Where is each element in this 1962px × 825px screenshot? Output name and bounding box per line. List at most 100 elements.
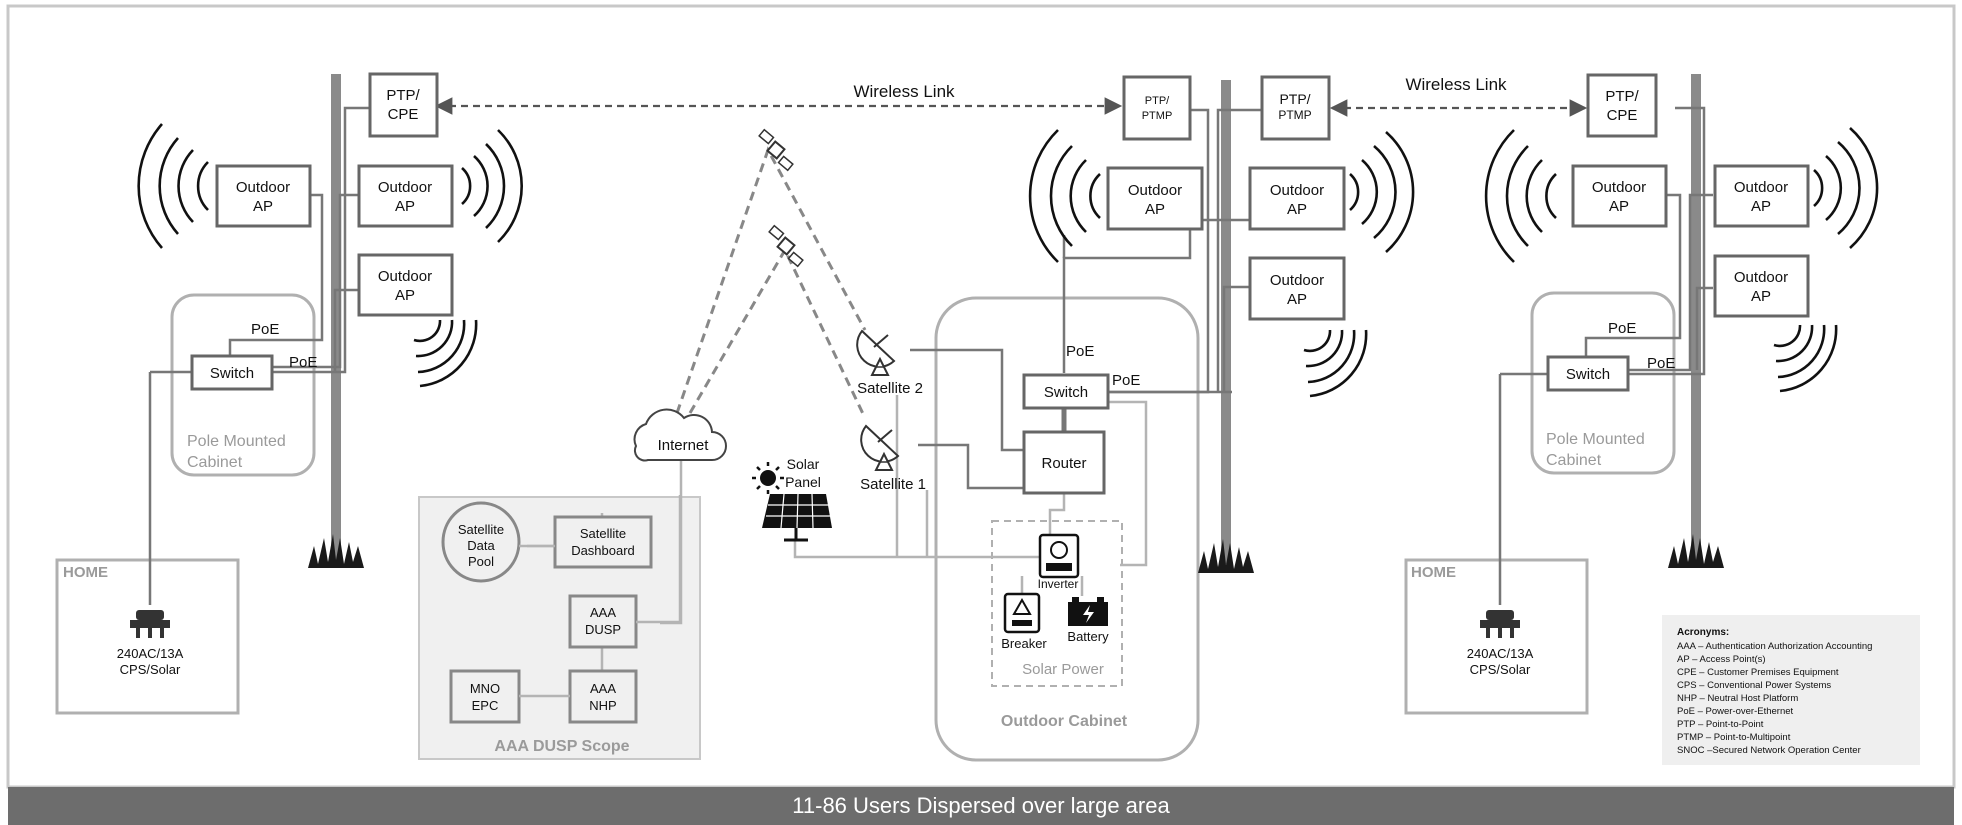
switch-right: Switch [1546,355,1630,392]
svg-text:Outdoor: Outdoor [1734,179,1788,196]
pole-cabinet-label: Pole Mounted [1546,431,1645,448]
satellite-dish-icon [856,330,895,376]
outdoor-ap: Outdoor AP [1713,254,1810,318]
svg-text:Satellite: Satellite [458,522,504,537]
svg-text:NHP: NHP [589,698,616,713]
wireless-link-label-1: Wireless Link [853,82,955,101]
svg-text:AAA – Authentication Authoriza: AAA – Authentication Authorization Accou… [1677,641,1872,652]
svg-text:PTP – Point-to-Point: PTP – Point-to-Point [1677,719,1764,730]
svg-text:Switch: Switch [1044,384,1088,401]
acronyms-list: AAA – Authentication Authorization Accou… [1677,641,1872,756]
satellite-dish-icon [860,425,899,471]
pole-cabinet-left [170,293,316,477]
internet-cloud: Internet [633,408,727,462]
svg-text:Outdoor: Outdoor [1592,179,1646,196]
power-plug-icon [1480,610,1520,638]
inverter-label: Inverter [1038,577,1079,591]
aaa-dusp: AAA DUSP [568,594,638,649]
svg-text:PoE – Power-over-Ethernet: PoE – Power-over-Ethernet [1677,706,1794,717]
ptp-cpe-left: PTP/ CPE [368,72,439,138]
svg-text:MNO: MNO [470,681,500,696]
svg-text:AP – Access Point(s): AP – Access Point(s) [1677,654,1766,665]
svg-text:Outdoor: Outdoor [1128,182,1182,199]
battery-icon [1068,597,1108,626]
outdoor-cabinet-label: Outdoor Cabinet [1001,713,1128,730]
svg-text:EPC: EPC [472,698,499,713]
pole-2 [1221,80,1231,564]
home-label: HOME [63,564,108,581]
inverter-icon [1038,533,1080,579]
svg-text:Data: Data [467,538,495,553]
satellite-data-pool: Satellite Data Pool [441,501,521,583]
home-box-right [1404,558,1589,715]
svg-text:AP: AP [395,198,415,215]
pole-cabinet-label: Cabinet [187,454,243,471]
svg-text:Dashboard: Dashboard [571,543,635,558]
outdoor-ap: Outdoor AP [1713,164,1810,228]
svg-text:AP: AP [1609,198,1629,215]
svg-text:AP: AP [253,198,273,215]
svg-text:Outdoor: Outdoor [1734,269,1788,286]
satellite-2-label: Satellite 2 [857,380,923,397]
router: Router [1022,430,1106,495]
solar-panel-label: Solar [787,456,820,472]
footer-caption: 11-86 Users Dispersed over large area [8,787,1954,825]
outdoor-ap: Outdoor AP [357,164,454,228]
svg-text:Outdoor: Outdoor [236,179,290,196]
svg-text:Switch: Switch [210,365,254,382]
svg-text:CPE – Customer Premises Equipm: CPE – Customer Premises Equipment [1677,667,1839,678]
svg-text:Outdoor: Outdoor [1270,182,1324,199]
power-label: CPS/Solar [1470,662,1531,677]
pole-cabinet-right [1530,291,1676,475]
outdoor-cabinet [934,296,1200,762]
wireless-link-label-2: Wireless Link [1405,75,1507,94]
breaker-label: Breaker [1001,636,1047,651]
solar-power-box [991,520,1123,687]
svg-text:PTP/: PTP/ [1605,88,1639,105]
svg-text:Outdoor: Outdoor [378,268,432,285]
svg-text:AP: AP [1751,198,1771,215]
svg-text:Internet: Internet [658,437,710,454]
power-plug-icon [130,610,170,638]
outdoor-ap: Outdoor AP [215,164,312,228]
satellite-icon [768,224,804,268]
ptp-ptmp-center-left: PTP/ PTMP [1122,75,1192,141]
svg-text:Satellite: Satellite [580,526,626,541]
svg-text:CPE: CPE [1607,107,1638,124]
power-label: 240AC/13A [117,646,184,661]
switch-left: Switch [190,354,274,391]
svg-text:AP: AP [1145,201,1165,218]
radio-waves-icon [137,123,1879,398]
svg-text:SNOC –Secured Network Operatio: SNOC –Secured Network Operation Center [1677,745,1861,756]
switch-center: Switch [1022,373,1110,410]
svg-text:Router: Router [1041,455,1086,472]
pole-cabinet-label: Cabinet [1546,452,1602,469]
poe-label: PoE [1647,355,1675,372]
svg-text:Outdoor: Outdoor [1270,272,1324,289]
svg-text:AAA: AAA [590,681,616,696]
poe-label: PoE [1066,343,1094,360]
outdoor-ap: Outdoor AP [1248,166,1346,231]
mno-epc: MNO EPC [449,669,521,724]
solar-panel-label: Panel [785,474,821,490]
outdoor-ap: Outdoor AP [1106,166,1204,231]
aaa-nhp: AAA NHP [568,669,638,724]
svg-text:PTP/: PTP/ [386,87,420,104]
svg-text:Outdoor: Outdoor [378,179,432,196]
pole-cabinet-label: Pole Mounted [187,433,286,450]
power-label: 240AC/13A [1467,646,1534,661]
battery-label: Battery [1067,629,1109,644]
acronyms-title: Acronyms: [1677,627,1729,638]
poe-label: PoE [251,321,279,338]
svg-text:AP: AP [395,287,415,304]
poe-label: PoE [1608,320,1636,337]
svg-text:AP: AP [1751,288,1771,305]
svg-text:AP: AP [1287,201,1307,218]
svg-text:NHP – Neutral Host Platform: NHP – Neutral Host Platform [1677,693,1798,704]
svg-text:DUSP: DUSP [585,622,621,637]
breaker-icon [1003,592,1041,634]
svg-text:CPS – Conventional Power Syste: CPS – Conventional Power Systems [1677,680,1831,691]
poe-label: PoE [1112,372,1140,389]
svg-text:PTMP – Point-to-Multipoint: PTMP – Point-to-Multipoint [1677,732,1791,743]
